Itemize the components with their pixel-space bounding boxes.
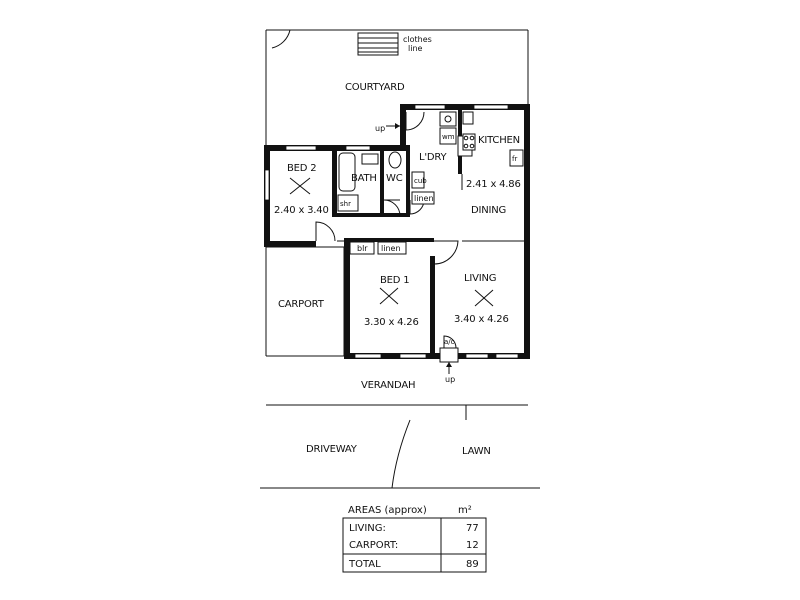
fridge-label: fr	[512, 155, 517, 163]
courtyard-label: COURTYARD	[345, 82, 405, 93]
areas-row-label: TOTAL	[348, 559, 381, 570]
laundry-trough-icon	[439, 111, 457, 127]
windows	[264, 104, 519, 359]
laundry-label: L'DRY	[419, 152, 448, 163]
living-size: 3.40 x 4.26	[454, 314, 509, 325]
up-arrow-icon	[386, 123, 400, 129]
courtyard-fence	[265, 29, 529, 145]
clothes-line-icon	[357, 32, 399, 56]
fixtures	[337, 111, 524, 255]
carport-label: CARPORT	[278, 299, 325, 310]
verandah-label: VERANDAH	[361, 380, 415, 391]
wm-label: wm	[442, 133, 455, 141]
bed1-label: BED 1	[380, 275, 409, 286]
linen-lower-label: linen	[381, 244, 401, 253]
areas-title: AREAS (approx)	[348, 505, 427, 516]
bathtub-icon	[338, 152, 356, 192]
bed1-size: 3.30 x 4.26	[364, 317, 419, 328]
kitchen-label: KITCHEN	[478, 135, 520, 146]
basin-icon	[361, 153, 379, 165]
boiler-icon	[349, 241, 375, 255]
areas-row-label: LIVING:	[349, 523, 386, 534]
dining-label: DINING	[471, 205, 506, 216]
areas-row-value: 12	[466, 540, 479, 551]
toilet-icon	[388, 151, 402, 169]
areas-row-value: 77	[466, 523, 479, 534]
carport-outline	[265, 246, 345, 357]
ceiling-fan-icon	[289, 177, 311, 195]
ceiling-fan-icon	[474, 289, 494, 307]
areas-row-label: CARPORT:	[349, 540, 398, 551]
cupboard-icon	[411, 171, 425, 189]
living-label: LIVING	[464, 273, 496, 284]
clothes-line-label-1: clothes	[403, 35, 432, 44]
linen-upper-icon	[411, 191, 435, 205]
driveway-label: DRIVEWAY	[306, 444, 358, 455]
ceiling-fan-icon	[379, 287, 399, 305]
clothes-line-label-2: line	[408, 44, 423, 53]
areas-table: AREAS (approx) m² LIVING: 77 CARPORT: 12…	[342, 505, 487, 573]
cub-label: cub	[414, 177, 427, 185]
shower-icon	[337, 194, 359, 212]
property-boundaries	[260, 404, 540, 489]
stove-icon	[462, 133, 476, 151]
ac-label: a/c	[444, 338, 455, 346]
wc-label: WC	[386, 173, 403, 184]
boiler-label: blr	[357, 244, 368, 253]
areas-unit: m²	[458, 505, 472, 516]
washing-machine-icon	[439, 127, 457, 145]
bed2-label: BED 2	[287, 163, 316, 174]
fridge-icon	[509, 149, 524, 167]
bath-label: BATH	[351, 173, 377, 184]
lawn-label: LAWN	[462, 446, 491, 457]
linen-lower-icon	[377, 241, 407, 255]
up-arrow-icon	[439, 347, 459, 374]
shr-label: shr	[340, 200, 351, 208]
linen-upper-label: linen	[414, 194, 434, 203]
areas-row-value: 89	[466, 559, 479, 570]
kitchen-size: 2.41 x 4.86	[466, 179, 521, 190]
kitchen-sink-icon	[462, 111, 474, 125]
up-label-bottom: up	[445, 375, 455, 384]
up-label-top: up	[375, 124, 385, 133]
bed2-size: 2.40 x 3.40	[274, 205, 329, 216]
